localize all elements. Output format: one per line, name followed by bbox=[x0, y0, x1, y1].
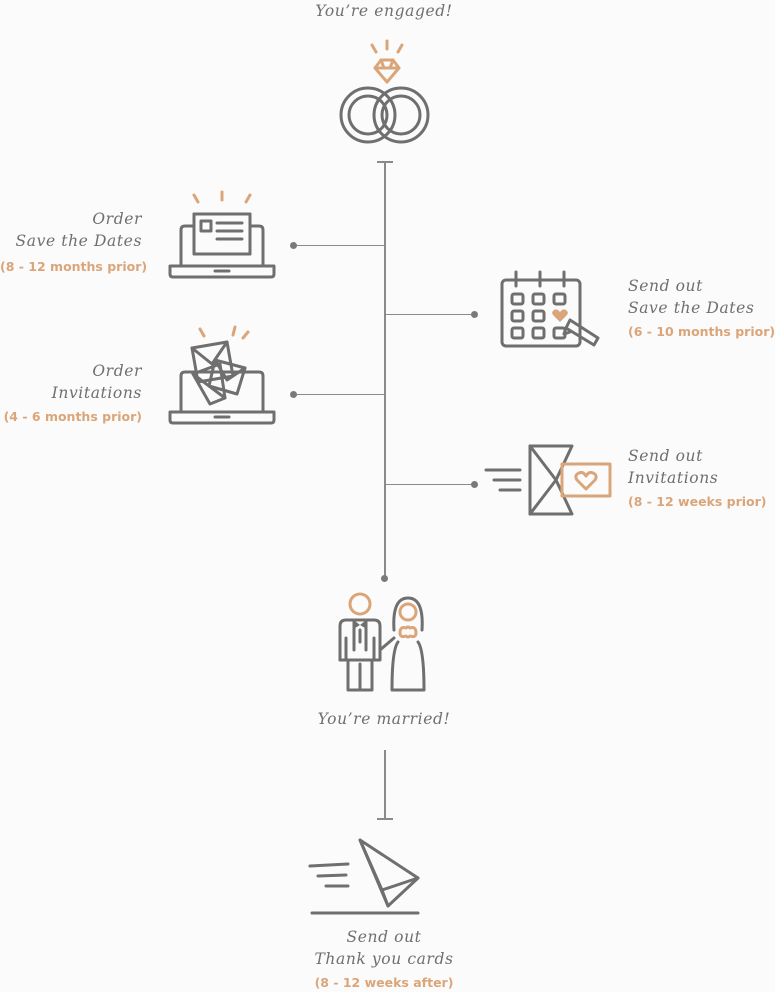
send-save-dates-line2: Save the Dates bbox=[628, 299, 755, 317]
couple-icon bbox=[338, 592, 426, 692]
order-invitations-timing: (4 - 6 months prior) bbox=[3, 409, 142, 424]
laptop-card-icon bbox=[168, 190, 276, 279]
branch-dot-send-save-dates bbox=[471, 311, 478, 318]
order-invitations-line2: Invitations bbox=[51, 384, 142, 402]
branch-order-invitations bbox=[296, 394, 385, 395]
thank-you-line2: Thank you cards bbox=[314, 950, 454, 968]
order-invitations-line1: Order bbox=[92, 362, 142, 380]
paper-plane-envelope-icon bbox=[308, 838, 420, 915]
branch-send-invitations bbox=[385, 484, 475, 485]
send-invitations-timing: (8 - 12 weeks prior) bbox=[628, 494, 767, 509]
send-save-dates-line1: Send out bbox=[628, 277, 703, 295]
order-save-dates-line2: Save the Dates bbox=[15, 232, 142, 250]
branch-dot-send-invitations bbox=[471, 481, 478, 488]
send-invitations-line2: Invitations bbox=[628, 469, 719, 487]
thank-you-timing: (8 - 12 weeks after) bbox=[314, 975, 454, 990]
timeline-main bbox=[384, 161, 386, 579]
married-title: You’re married! bbox=[317, 710, 451, 728]
flying-envelope-heart-icon bbox=[484, 444, 612, 516]
calendar-heart-icon bbox=[500, 270, 600, 348]
thank-you-line1: Send out bbox=[346, 928, 422, 946]
timeline-cap-bottom bbox=[377, 818, 393, 820]
branch-dot-order-save-dates bbox=[290, 242, 297, 249]
laptop-envelopes-icon bbox=[168, 325, 276, 425]
rings-icon bbox=[339, 39, 430, 144]
order-save-dates-timing: (8 - 12 months prior) bbox=[0, 259, 148, 274]
engaged-title: You’re engaged! bbox=[315, 2, 453, 20]
branch-send-save-dates bbox=[385, 314, 475, 315]
order-save-dates-line1: Order bbox=[92, 210, 142, 228]
timeline-end-dot bbox=[381, 575, 388, 582]
send-save-dates-timing: (6 - 10 months prior) bbox=[628, 324, 775, 339]
send-invitations-line1: Send out bbox=[628, 447, 703, 465]
branch-dot-order-invitations bbox=[290, 391, 297, 398]
timeline-segment-2 bbox=[384, 750, 386, 820]
branch-order-save-dates bbox=[296, 245, 385, 246]
